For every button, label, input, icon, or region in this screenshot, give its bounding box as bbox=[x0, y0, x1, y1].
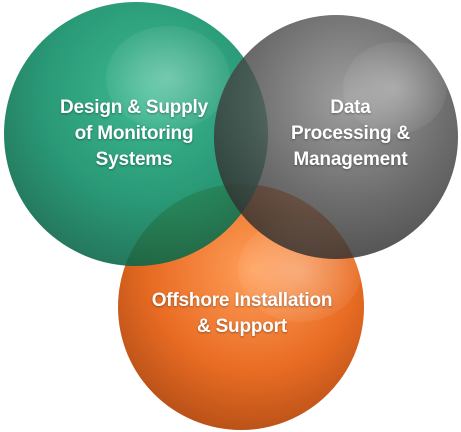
label-offshore: Offshore Installation & Support bbox=[151, 290, 333, 337]
shine-data bbox=[343, 42, 447, 134]
label-design: Design & Supply of Monitoring Systems bbox=[60, 97, 208, 170]
label-data: Data Processing & Management bbox=[290, 97, 411, 170]
shine-design bbox=[106, 26, 230, 130]
